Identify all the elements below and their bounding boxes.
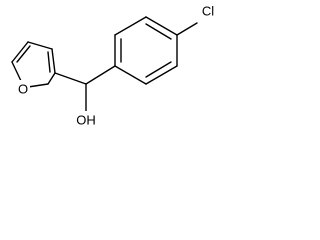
bond-c4-c5-double xyxy=(16,45,31,63)
hydroxyl-label: OH xyxy=(76,113,96,128)
bond-b2-b3 xyxy=(114,16,147,36)
benzene-ring xyxy=(114,16,178,85)
structure-canvas: O OH Cl xyxy=(0,0,252,137)
bond-c4-c3 xyxy=(27,41,53,50)
bond-b6-b1 xyxy=(114,65,147,85)
bond-c5-c4 xyxy=(11,41,29,63)
ring-oxygen-label: O xyxy=(18,82,28,97)
bond-furan-to-central xyxy=(54,72,87,85)
molecule-drawing: O OH Cl xyxy=(11,2,219,128)
atom-labels: O OH Cl xyxy=(16,2,219,128)
bond-b4-cl xyxy=(176,22,198,36)
furan-ring xyxy=(11,41,56,88)
bond-b5-b6-double xyxy=(145,61,172,78)
central-carbon-bonds xyxy=(54,65,116,113)
bond-b5-b6 xyxy=(145,65,178,85)
bond-o1-c5 xyxy=(11,61,23,84)
bond-c2-o1-link xyxy=(47,72,56,85)
bond-b3-b4 xyxy=(145,16,178,36)
bond-b3-b4-double xyxy=(145,23,172,40)
bond-central-to-phenyl xyxy=(85,65,116,85)
bond-c3-c2-double xyxy=(47,51,51,73)
bond-c2-o1 xyxy=(27,83,49,88)
chlorine-label: Cl xyxy=(202,4,214,19)
bond-c3-c2 xyxy=(51,48,56,74)
